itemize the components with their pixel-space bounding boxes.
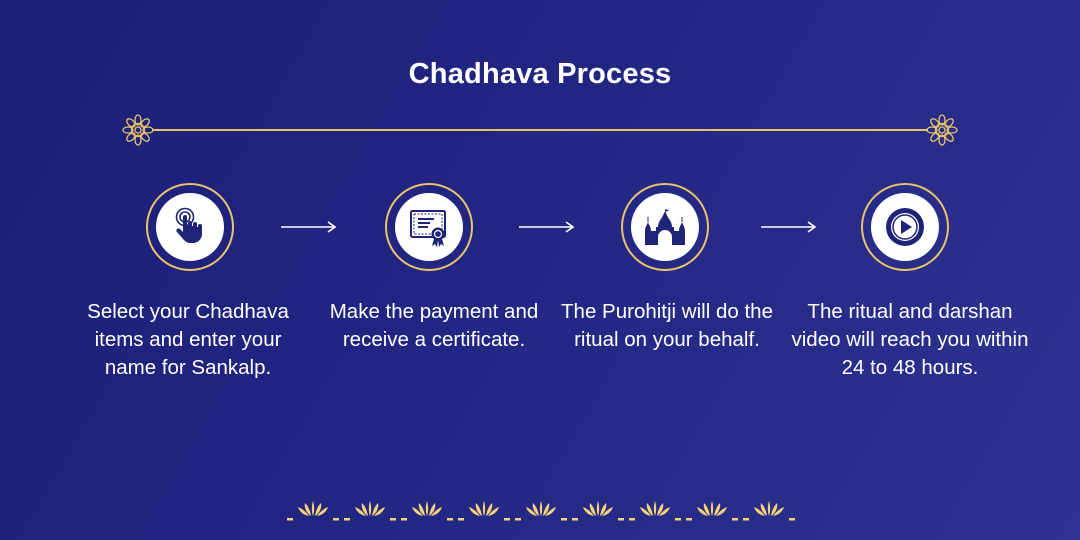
tap-hand-icon [175,207,202,243]
lotus-motif [743,501,795,521]
lotus-motif [515,501,567,521]
lotus-motif [287,501,339,521]
lotus-motif [686,501,738,521]
lotus-motif [401,501,453,521]
step-1-icon-circle [146,183,234,271]
lotus-motif [344,501,396,521]
step-4-icon-circle [861,183,949,271]
temple-icon [645,207,685,245]
lotus-border [287,501,795,521]
lotus-motif [629,501,681,521]
divider-line [152,129,928,131]
arrow-right-icon [281,221,337,233]
step-2-icon-circle [385,183,473,271]
arrow-right-icon [761,221,817,233]
step-2-text: Make the payment and receive a certifica… [329,300,539,351]
certificate-icon [410,210,446,247]
mandala-icon [122,114,154,146]
step-3-text: The Purohitji will do the ritual on your… [561,300,773,351]
play-icon [886,208,924,246]
page-title: Chadhava Process [408,58,672,90]
step-3-icon-circle [621,183,709,271]
lotus-motif [572,501,624,521]
lotus-motif [458,501,510,521]
mandala-icon [926,114,958,146]
arrow-right-icon [519,221,575,233]
step-4-text: The ritual and darshan video will reach … [791,300,1029,379]
step-1-text: Select your Chadhava items and enter you… [87,300,289,379]
